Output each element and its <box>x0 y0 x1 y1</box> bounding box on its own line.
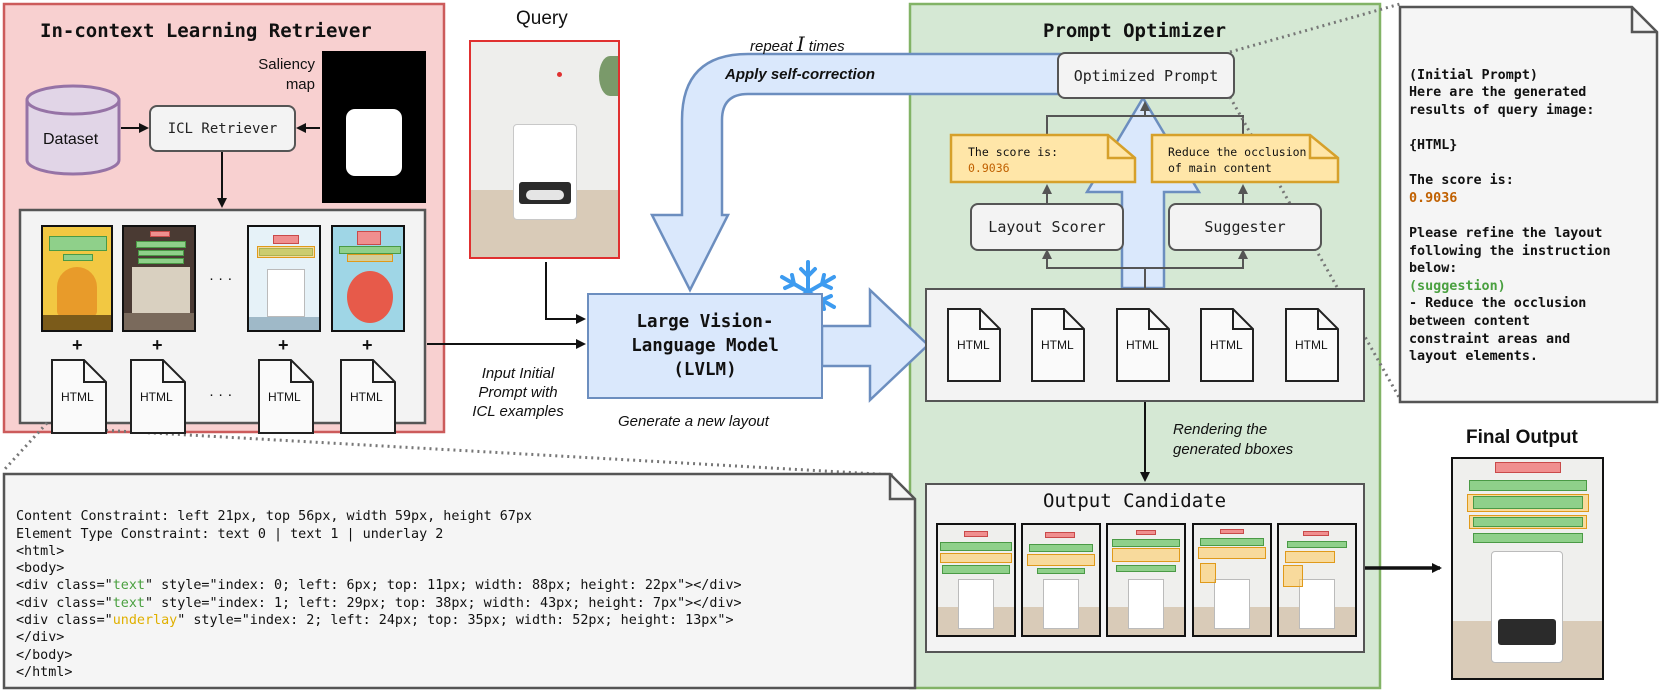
dataset-cylinder <box>25 84 121 176</box>
score-note: The score is: 0.9036 <box>968 145 1059 175</box>
self-correction-arrow <box>649 52 1062 293</box>
layout-scorer-box: Layout Scorer <box>970 203 1124 251</box>
icl-example-image-4 <box>331 225 405 332</box>
candidate-html-label-4: HTML <box>1210 338 1243 352</box>
lvlm-output-arrow <box>820 287 930 403</box>
self-correction-label: Apply self-correction <box>725 66 876 83</box>
final-output-image <box>1451 457 1604 680</box>
candidate-image-4 <box>1192 523 1272 637</box>
plus-4: + <box>362 335 373 355</box>
query-label: Query <box>516 8 568 29</box>
code-panel-text: Content Constraint: left 21px, top 56px,… <box>16 509 742 680</box>
query-image <box>469 40 620 259</box>
candidate-html-docs <box>947 308 1339 382</box>
lvlm-box: Large Vision-Language Model(LVLM) <box>587 293 823 399</box>
candidate-html-label-5: HTML <box>1295 338 1328 352</box>
icl-example-image-3 <box>247 225 321 332</box>
dataset-label: Dataset <box>43 131 99 148</box>
suggest-note: Reduce the occlusion of main content <box>1168 145 1307 175</box>
optimized-prompt-box: Optimized Prompt <box>1057 52 1235 99</box>
score-note-shape <box>949 133 1137 184</box>
plus-2: + <box>152 335 163 355</box>
icl-retriever-box: ICL Retriever <box>149 105 296 152</box>
html-doc-icon <box>51 359 396 434</box>
candidate-image-5 <box>1277 523 1357 637</box>
suggest-note-shape <box>1150 133 1340 184</box>
plus-1: + <box>72 335 83 355</box>
ellipsis-top: · · · <box>209 270 233 287</box>
final-output-label: Final Output <box>1466 427 1578 448</box>
saliency-map <box>322 51 426 203</box>
candidate-image-1 <box>936 523 1016 637</box>
html-label-2: HTML <box>140 390 173 404</box>
repeat-label: repeat I times <box>750 32 845 56</box>
generate-label: Generate a new layout <box>618 413 769 430</box>
icl-example-image-2 <box>122 225 196 332</box>
optimizer-title: Prompt Optimizer <box>1043 20 1227 42</box>
html-label-3: HTML <box>268 390 301 404</box>
output-candidate-title: Output Candidate <box>1043 490 1227 512</box>
icl-title: In-context Learning Retriever <box>40 20 372 42</box>
candidate-html-label-1: HTML <box>957 338 990 352</box>
candidate-image-2 <box>1021 523 1101 637</box>
candidate-html-label-2: HTML <box>1041 338 1074 352</box>
suggester-box: Suggester <box>1168 203 1322 251</box>
code-note-shape <box>2 472 917 690</box>
candidate-image-3 <box>1106 523 1186 637</box>
plus-3: + <box>278 335 289 355</box>
ellipsis-bottom: · · · <box>209 386 233 403</box>
icl-html-docs <box>51 359 396 434</box>
icl-example-image-1 <box>41 225 113 332</box>
html-label-4: HTML <box>350 390 383 404</box>
prompt-note-shape <box>1398 5 1659 404</box>
candidate-html-label-3: HTML <box>1126 338 1159 352</box>
html-label-1: HTML <box>61 390 94 404</box>
